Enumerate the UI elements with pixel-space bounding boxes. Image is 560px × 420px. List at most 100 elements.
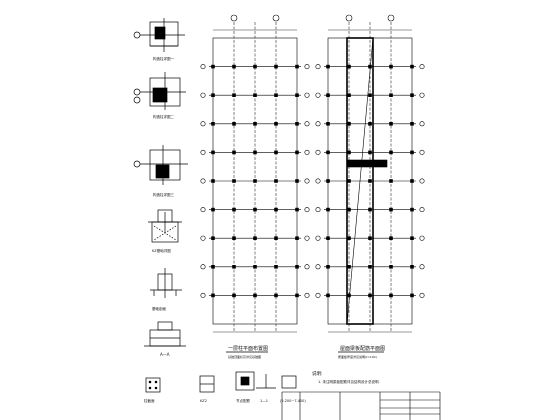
left-plan-axis-bubble	[200, 235, 206, 241]
left-plan-column	[295, 264, 299, 269]
right-plan-column	[389, 264, 393, 269]
right-plan-column	[347, 64, 351, 69]
left-plan-axis-bubble	[304, 207, 310, 213]
detail-2	[133, 72, 186, 110]
left-plan-axis-bubble	[200, 207, 206, 213]
right-plan-column	[368, 293, 372, 298]
right-plan-column	[347, 264, 351, 269]
right-plan-axis-bubble	[315, 178, 321, 184]
left-plan-axis-bubble	[304, 149, 310, 155]
left-plan-column	[274, 122, 278, 126]
left-plan-column	[211, 93, 215, 97]
detail-1	[133, 18, 185, 52]
right-plan-column	[347, 293, 351, 298]
left-plan-column	[211, 64, 215, 69]
right-plan-column	[389, 122, 393, 126]
right-plan-column	[326, 150, 330, 155]
left-plan-axis-bubble	[304, 92, 310, 98]
left-plan-rows	[200, 64, 310, 298]
right-plan-column	[368, 122, 372, 126]
notes: 说明: 1. 未注明梁板配筋详见结构设计总说明.	[312, 370, 380, 384]
right-plan-column	[389, 64, 393, 69]
left-plan-column	[274, 179, 278, 183]
left-plan-column	[295, 150, 299, 155]
right-plan-column	[368, 93, 372, 97]
right-plan-column	[368, 179, 372, 183]
left-plan-column	[232, 236, 236, 240]
left-plan-axis-bubble	[200, 92, 206, 98]
right-plan-column	[410, 264, 414, 269]
right-plan-column	[410, 179, 414, 183]
left-plan-column	[274, 64, 278, 69]
left-plan-column	[253, 64, 257, 69]
detail-caption-1: 构造柱详图一	[153, 56, 174, 61]
left-plan-column	[211, 207, 215, 212]
right-plan-axis-bubble	[419, 178, 425, 184]
right-plan-axis-bubble	[315, 121, 321, 127]
right-plan-axis-bubble	[315, 235, 321, 241]
detail-caption-6: A—A	[160, 352, 170, 357]
right-plan-axis-bubble	[419, 149, 425, 155]
left-plan-column	[253, 264, 257, 269]
detail-column	[133, 18, 188, 347]
bottom-caption-2: KZ2	[200, 399, 207, 403]
left-plan-column	[274, 207, 278, 212]
left-plan-column	[211, 179, 215, 183]
right-plan-column	[410, 236, 414, 240]
left-plan-axis-bubble	[200, 292, 206, 298]
left-plan-column	[211, 150, 215, 155]
left-plan-column	[253, 93, 257, 97]
left-plan-column	[274, 150, 278, 155]
right-plan-column	[368, 150, 372, 155]
right-plan-column	[326, 179, 330, 183]
left-plan-column	[232, 150, 236, 155]
bottom-captions: 柱截面 KZ2 节点配筋 1—1 (5.200~7.400)	[144, 398, 306, 403]
right-plan-title: 屋面梁板配筋平面图	[340, 345, 385, 352]
right-plan-column	[326, 93, 330, 97]
right-plan-axis-bubble	[315, 92, 321, 98]
right-plan-column	[410, 293, 414, 298]
right-plan-column	[389, 179, 393, 183]
right-plan-axis-bubble	[315, 264, 321, 270]
left-plan-axes	[233, 22, 277, 332]
detail-6	[144, 321, 186, 347]
bottom-caption-5: (5.200~7.400)	[280, 399, 306, 403]
left-plan-axis-bubble	[200, 64, 206, 70]
left-plan-column	[295, 236, 299, 240]
left-plan-column	[295, 207, 299, 212]
left-plan-title: 一层柱平面布置图	[228, 345, 268, 352]
right-plan-axis-bubble	[315, 149, 321, 155]
right-plan-axis-bubble	[315, 207, 321, 213]
right-plan-column	[410, 150, 414, 155]
right-plan-column	[389, 207, 393, 212]
detail-captions: 构造柱详图一 构造柱详图二 构造柱详图三 KZ基础详图 基础剖面 A—A	[152, 56, 174, 357]
right-plan-axis-bubble	[315, 292, 321, 298]
right-plan-column	[410, 93, 414, 97]
left-plan-column	[295, 293, 299, 298]
right-plan-axis-bubble	[419, 121, 425, 127]
left-plan-column	[211, 293, 215, 298]
right-plan-column	[326, 64, 330, 69]
right-plan	[315, 14, 425, 333]
left-plan-axis-bubble	[200, 178, 206, 184]
right-plan-axis-bubble	[419, 92, 425, 98]
right-plan-column	[368, 64, 372, 69]
right-plan-column	[389, 150, 393, 155]
left-plan-axis-bubble	[200, 149, 206, 155]
left-plan-column	[253, 179, 257, 183]
left-plan-column	[232, 93, 236, 97]
right-plan-column	[326, 264, 330, 269]
left-plan-column	[274, 93, 278, 97]
left-plan-column	[295, 122, 299, 126]
left-plan-axis-bubble	[304, 264, 310, 270]
left-plan-axis-bubble	[304, 178, 310, 184]
right-plan-column	[347, 207, 351, 212]
right-plan-column	[389, 293, 393, 298]
right-plan-rows	[315, 64, 425, 298]
right-plan-column	[347, 93, 351, 97]
right-plan-axis-bubble	[419, 264, 425, 270]
notes-title: 说明:	[312, 370, 323, 377]
right-plan-subtitle: 屋面板厚度详见说明(t=100)	[338, 354, 377, 359]
bottom-caption-1: 柱截面	[144, 398, 155, 403]
left-plan-column	[253, 122, 257, 126]
